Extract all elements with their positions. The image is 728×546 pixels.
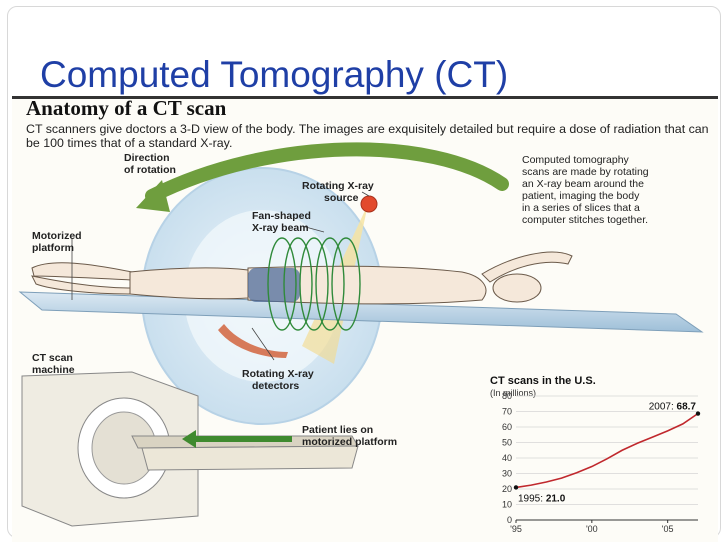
ct-infographic: Anatomy of a CT scan CT scanners give do…: [12, 96, 718, 542]
data-point: [695, 411, 701, 416]
x-tick-label: '00: [586, 524, 598, 534]
patient-figure: [31, 251, 573, 305]
y-tick-label: 50: [502, 438, 512, 448]
chart-title: CT scans in the U.S.: [490, 375, 596, 387]
annotation-2007: 2007: 68.7: [649, 402, 697, 413]
chart-unit-label: (In millions): [490, 388, 537, 398]
x-tick-label: '05: [662, 524, 674, 534]
label-patient: Patient lies on motorized platform: [302, 424, 398, 448]
infographic-description: CT scanners give doctors a 3-D view of t…: [26, 122, 709, 150]
y-tick-label: 20: [502, 484, 512, 494]
platform-direction-arrow: [188, 436, 292, 442]
label-detectors: Rotating X-ray detectors: [242, 368, 314, 392]
y-tick-label: 60: [502, 422, 512, 432]
ct-machine-illustration: [21, 371, 359, 527]
y-tick-label: 40: [502, 453, 512, 463]
annotation-1995: 1995: 21.0: [518, 493, 566, 504]
ct-scans-line: [515, 412, 699, 489]
infographic-title: Anatomy of a CT scan: [26, 96, 227, 120]
x-tick-label: '95: [510, 524, 522, 534]
y-tick-label: 80: [502, 391, 512, 401]
label-beam: Fan-shaped X-ray beam: [252, 210, 311, 234]
slide-title: Computed Tomography (CT): [40, 54, 509, 95]
label-source: Rotating X-ray source: [302, 180, 374, 204]
scan-slice: [248, 268, 300, 302]
y-tick-label: 0: [507, 515, 512, 525]
label-explanation: Computed tomography scans are made by ro…: [522, 154, 649, 226]
ct-scans-chart: 0 10 20 30 40 50 60 70 80 '95 '00 '05 1995: 21.0 2007…: [502, 391, 701, 534]
label-direction: Direction of rotation: [124, 152, 176, 176]
motorized-platform: [18, 291, 704, 333]
label-machine: CT scan machine: [32, 352, 75, 376]
xray-detectors: [218, 324, 288, 358]
title-rule: [12, 96, 718, 99]
rotation-arrow: [145, 142, 509, 203]
label-platform: Motorized platform: [32, 230, 82, 254]
y-tick-label: 70: [502, 407, 512, 417]
data-point: [513, 485, 519, 490]
y-tick-label: 10: [502, 500, 512, 510]
slice-rings: [267, 237, 361, 331]
ct-illustration: [18, 142, 704, 527]
y-tick-label: 30: [502, 469, 512, 479]
